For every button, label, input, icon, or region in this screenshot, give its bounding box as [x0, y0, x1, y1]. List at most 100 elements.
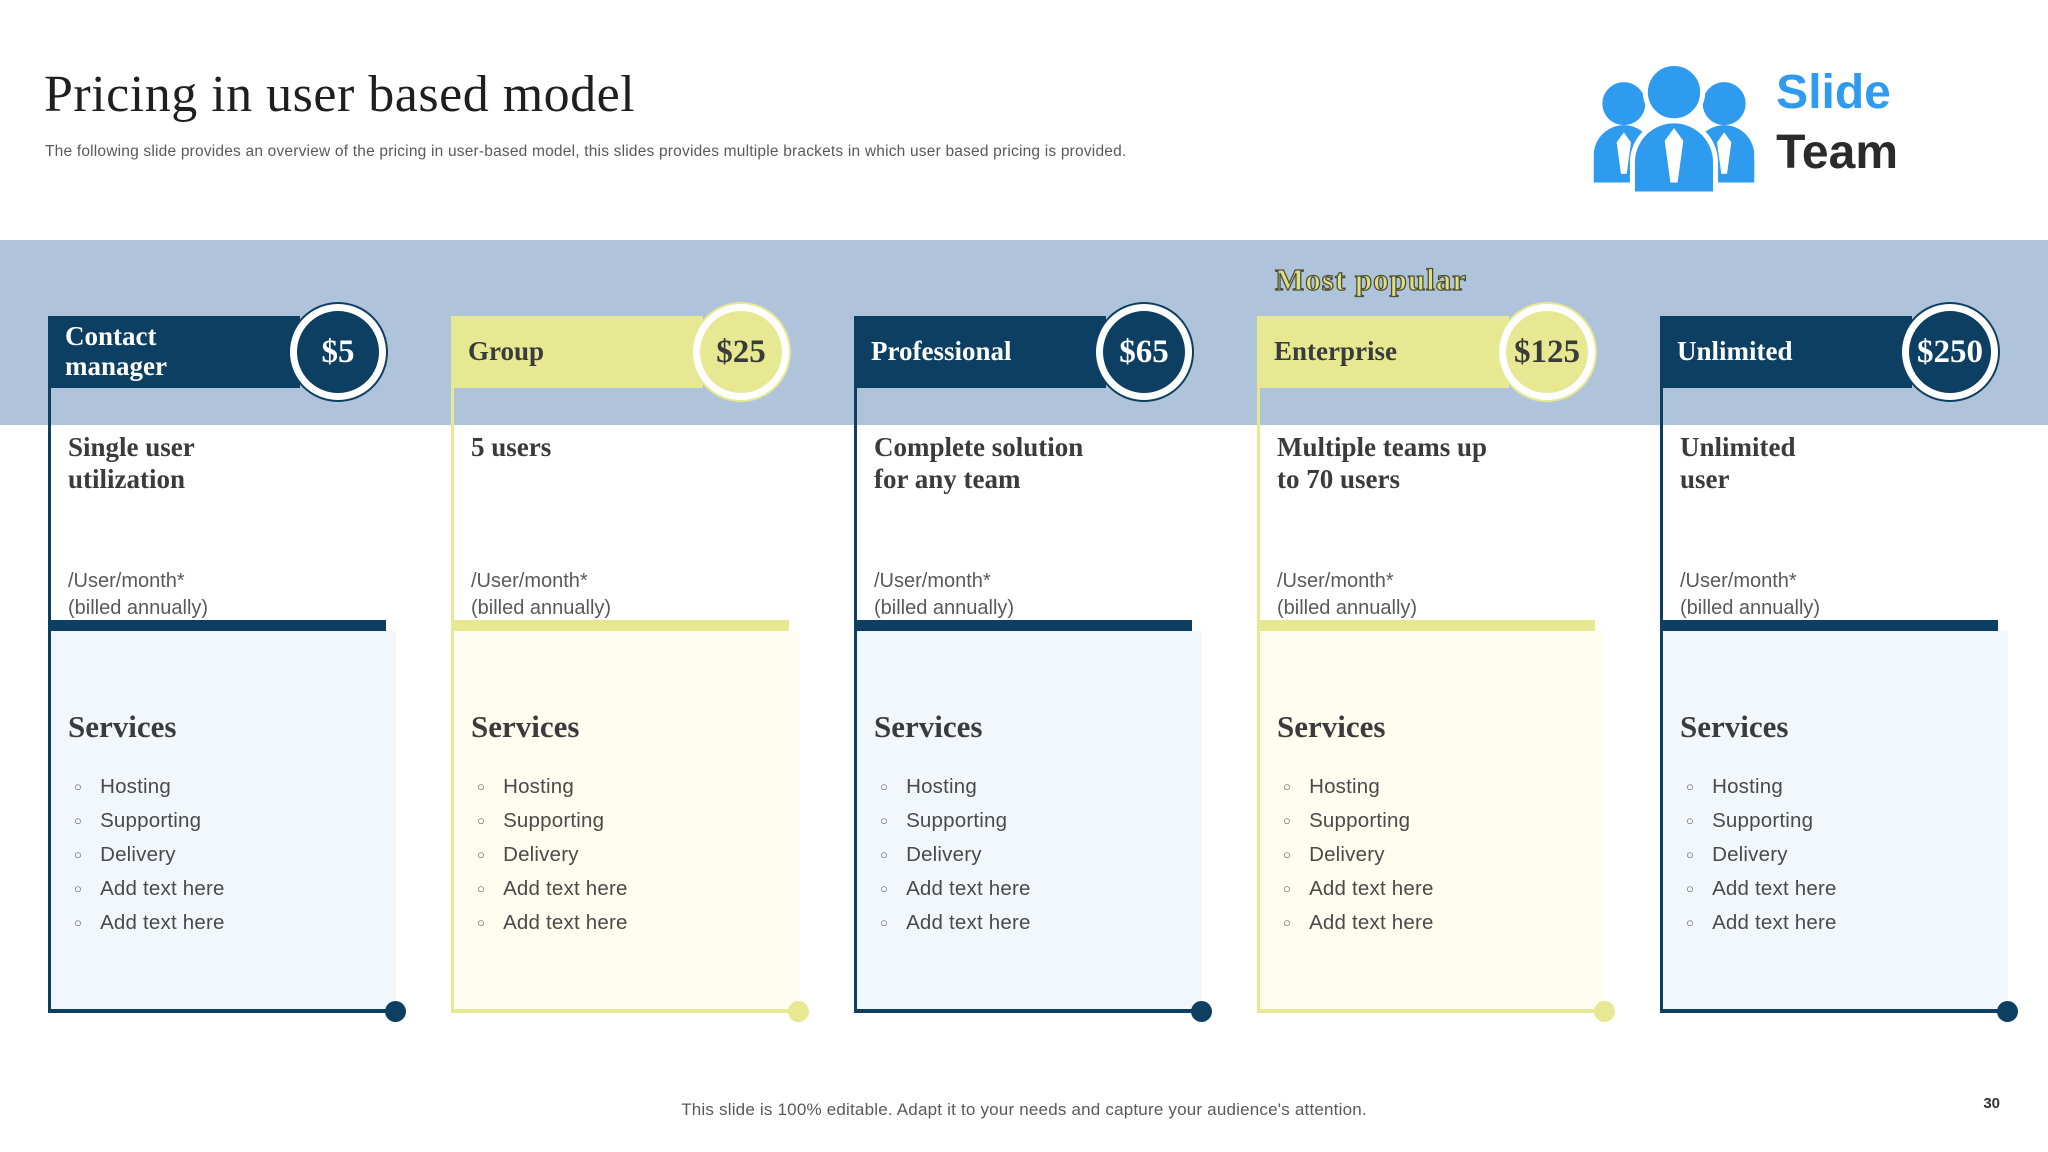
service-label: Delivery: [100, 843, 176, 866]
plan-description: Single user utilization: [68, 432, 195, 494]
service-item: ○ Hosting: [874, 775, 1192, 799]
service-label: Hosting: [1712, 775, 1783, 798]
plan-header-bar: Enterprise $125: [1257, 304, 1595, 400]
services-panel: Services ○Hosting○Supporting○Delivery○Ad…: [48, 631, 406, 1022]
slideteam-logo: Slide Team: [1588, 52, 1898, 194]
price-badge: $250: [1902, 304, 1998, 400]
services-list: ○Hosting○Supporting○Delivery○Add text he…: [1277, 775, 1595, 935]
corner-dot: [1191, 1001, 1212, 1022]
service-label: Delivery: [1309, 843, 1385, 866]
plan-description-area: Unlimited user /User/month* (billed annu…: [1660, 388, 2008, 620]
service-label: Delivery: [503, 843, 579, 866]
price-badge: $5: [290, 304, 386, 400]
plan-description: Multiple teams up to 70 users: [1277, 432, 1488, 494]
service-item: ○ Add text here: [874, 877, 1192, 901]
service-item: ○ Hosting: [68, 775, 386, 799]
service-item: ○Hosting: [1277, 775, 1595, 799]
plan-description: Unlimited user: [1680, 432, 1796, 494]
service-item: ○Add text here: [1680, 911, 1998, 935]
billing-period: /User/month*: [471, 570, 588, 592]
corner-dot: [1594, 1001, 1615, 1022]
circle-bullet-icon: ○: [1283, 813, 1292, 828]
service-item: ○ Add text here: [68, 877, 386, 901]
page-number: 30: [1983, 1095, 2000, 1112]
services-list: ○Hosting○Supporting○Delivery○Add text he…: [471, 775, 789, 935]
plan-card: Most popular Unlimited $250 Unlimited us…: [1660, 304, 2018, 1022]
circle-bullet-icon: ○: [880, 779, 889, 794]
circle-bullet-icon: ○: [1686, 881, 1695, 896]
services-divider: [1660, 620, 1998, 631]
circle-bullet-icon: ○: [880, 813, 889, 828]
service-label: Hosting: [906, 775, 977, 798]
plan-description: Complete solution for any team: [874, 432, 1084, 494]
price-badge: $125: [1499, 304, 1595, 400]
services-divider: [451, 620, 789, 631]
services-panel: Services ○Hosting○Supporting○Delivery○Ad…: [1660, 631, 2018, 1022]
service-item: ○Supporting: [471, 809, 789, 833]
circle-bullet-icon: ○: [74, 915, 83, 930]
circle-bullet-icon: ○: [1283, 915, 1292, 930]
service-item: ○Add text here: [1277, 877, 1595, 901]
service-label: Hosting: [100, 775, 171, 798]
services-title: Services: [874, 709, 983, 744]
service-item: ○Add text here: [471, 911, 789, 935]
circle-bullet-icon: ○: [880, 847, 889, 862]
services-title: Services: [471, 709, 580, 744]
billing-info: /User/month* (billed annually): [874, 568, 1182, 622]
billing-note: (billed annually): [471, 597, 612, 619]
services-panel: Services ○Hosting○Supporting○Delivery○Ad…: [854, 631, 1212, 1022]
service-label: Add text here: [906, 877, 1031, 900]
service-label: Supporting: [1309, 809, 1411, 832]
most-popular-label: Most popular: [1274, 261, 1467, 297]
price-value: $125: [1514, 333, 1580, 370]
service-item: ○Supporting: [874, 809, 1192, 833]
services-divider: [48, 620, 386, 631]
circle-bullet-icon: ○: [74, 881, 83, 896]
service-item: ○Delivery: [68, 843, 386, 867]
plan-name: Group: [468, 336, 545, 367]
service-label: Add text here: [1712, 877, 1837, 900]
pricing-cards-row: Most popular Contact manager $5 Single u…: [48, 261, 2018, 1022]
logo-text-team: Team: [1776, 126, 1898, 179]
services-title: Services: [1680, 709, 1789, 744]
services-list: ○Hosting○Supporting○Delivery○Add text he…: [1680, 775, 1998, 935]
circle-bullet-icon: ○: [1283, 779, 1292, 794]
billing-note: (billed annually): [68, 597, 209, 619]
service-label: Delivery: [1712, 843, 1788, 866]
service-label: Add text here: [906, 911, 1031, 934]
circle-bullet-icon: ○: [880, 881, 889, 896]
service-item: ○Add text here: [874, 911, 1192, 935]
logo-text-slide: Slide: [1776, 66, 1891, 119]
service-item: ○ Add text here: [1680, 877, 1998, 901]
plan-name: Professional: [871, 336, 1012, 367]
price-value: $25: [716, 333, 766, 370]
circle-bullet-icon: ○: [477, 881, 486, 896]
billing-period: /User/month*: [874, 570, 991, 592]
services-panel: Services ○Hosting○Supporting○Delivery○Ad…: [1257, 631, 1615, 1022]
services-title: Services: [1277, 709, 1386, 744]
price-value: $65: [1119, 333, 1169, 370]
service-item: ○ Add text here: [68, 911, 386, 935]
price-value: $250: [1917, 333, 1983, 370]
circle-bullet-icon: ○: [477, 779, 486, 794]
circle-bullet-icon: ○: [74, 779, 83, 794]
page-title: Pricing in user based model: [44, 65, 636, 123]
plan-card: Most popular Group $25 5 users /User/mon…: [451, 304, 809, 1022]
plan-card: Most popular Enterprise $125 Multiple te…: [1257, 261, 1615, 1022]
service-item: ○ Supporting: [1277, 809, 1595, 833]
billing-period: /User/month*: [68, 570, 185, 592]
service-label: Add text here: [100, 911, 225, 934]
service-label: Add text here: [1309, 877, 1434, 900]
plan-name: Enterprise: [1274, 336, 1397, 367]
plan-description-area: Multiple teams up to 70 users /User/mont…: [1257, 388, 1605, 620]
service-item: ○Delivery: [874, 843, 1192, 867]
service-item: ○Supporting: [68, 809, 386, 833]
circle-bullet-icon: ○: [74, 813, 83, 828]
billing-info: /User/month* (billed annually): [1680, 568, 1988, 622]
circle-bullet-icon: ○: [477, 813, 486, 828]
plan-description: 5 users: [471, 432, 552, 462]
plan-description-area: 5 users /User/month* (billed annually): [451, 388, 799, 620]
service-label: Hosting: [503, 775, 574, 798]
circle-bullet-icon: ○: [477, 847, 486, 862]
service-label: Add text here: [100, 877, 225, 900]
